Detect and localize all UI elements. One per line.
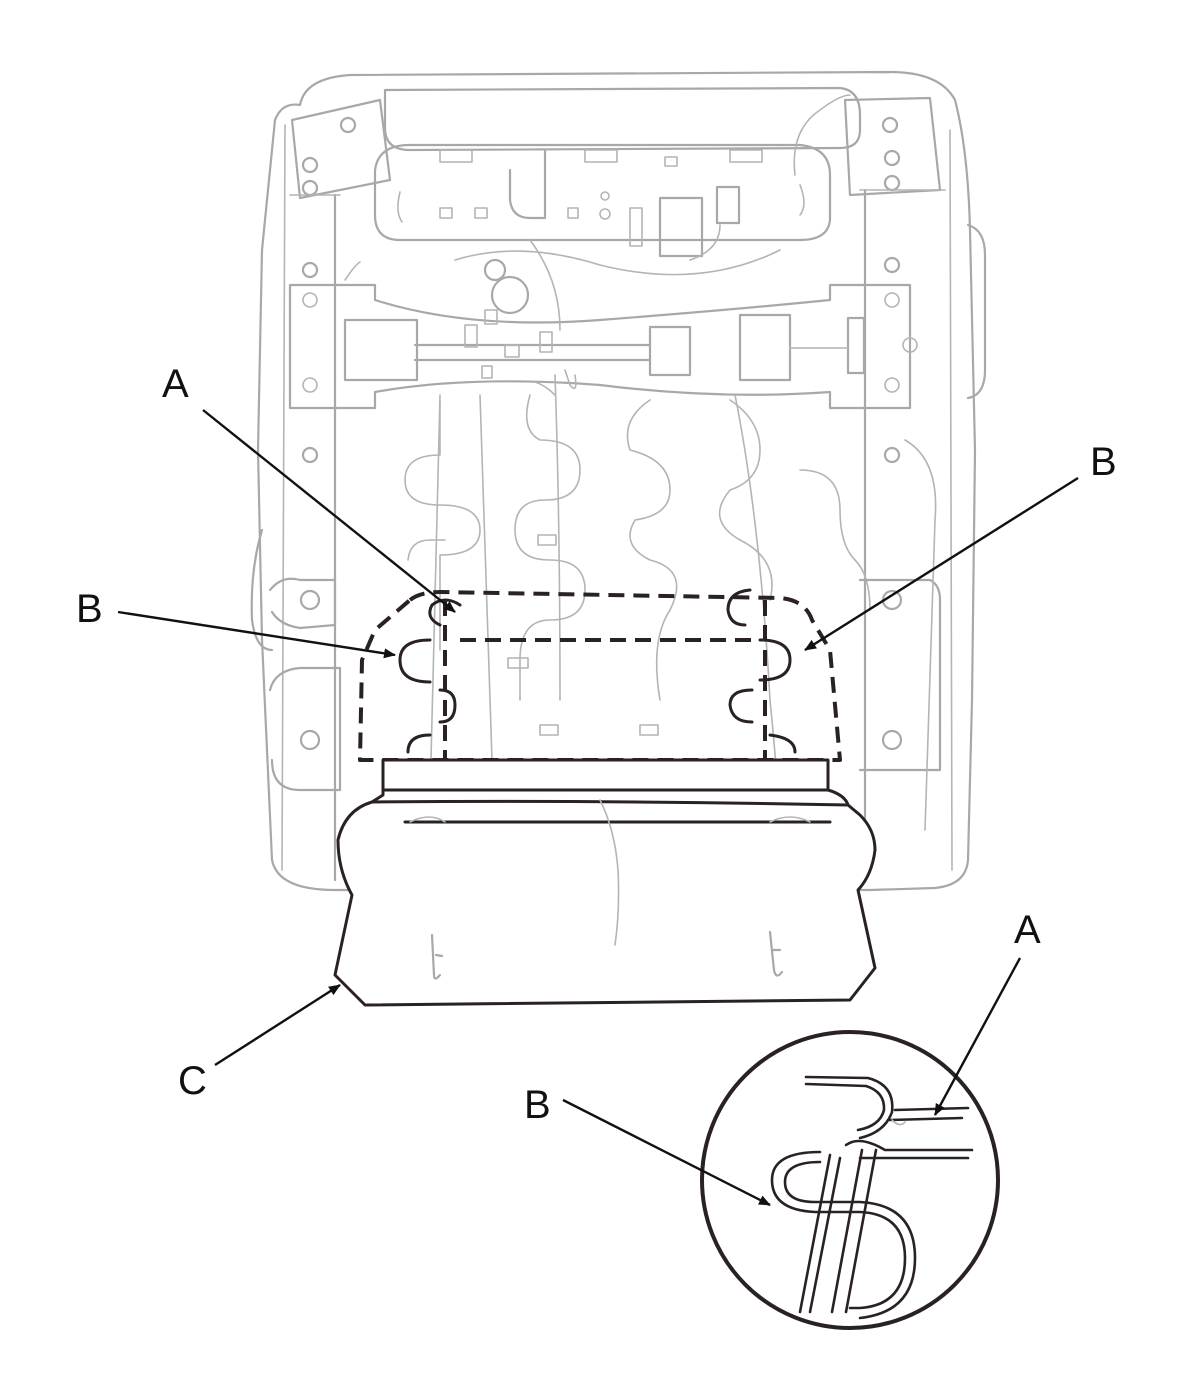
detail-view <box>700 1030 1000 1330</box>
seat-frame <box>250 70 987 892</box>
leader-c <box>214 983 341 1067</box>
callout-c: C <box>178 1059 207 1103</box>
clip-loops <box>398 588 797 754</box>
leader-lines <box>117 409 1079 1207</box>
callout-b-right: B <box>1090 440 1117 484</box>
seat-cushion-pad <box>333 758 877 1007</box>
leader-b-detail <box>562 1098 771 1207</box>
callout-a-detail: A <box>1014 908 1041 952</box>
callout-b-detail: B <box>524 1083 551 1127</box>
leader-b-left <box>117 610 396 659</box>
leader-a-upper <box>202 409 456 613</box>
callout-labels: A B B C A B <box>76 362 1117 1127</box>
leader-a-detail <box>933 957 1022 1116</box>
callout-b-left: B <box>76 587 103 631</box>
leader-b-right <box>804 476 1079 652</box>
callout-a-upper: A <box>162 362 189 406</box>
